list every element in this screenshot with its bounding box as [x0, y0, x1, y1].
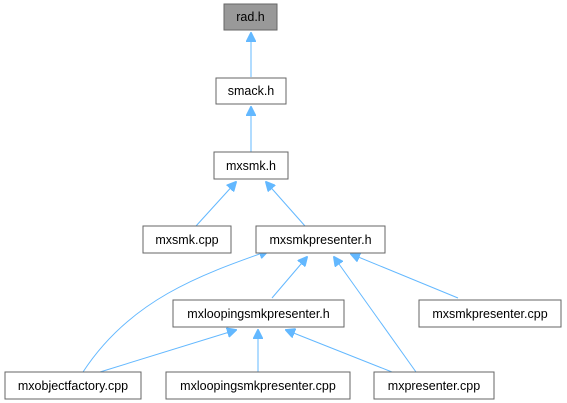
node-label: mxloopingsmkpresenter.cpp	[180, 379, 336, 393]
edge-mxobjectfactory-cpp-to-mxsmkpresenter-h	[82, 251, 268, 373]
edge-mxobjectfactory-cpp-to-mxloopingsmkpresenter-h	[99, 330, 236, 373]
node-label: mxpresenter.cpp	[388, 379, 480, 393]
node-mxloopingsmkpresenter-cpp[interactable]: mxloopingsmkpresenter.cpp	[165, 371, 351, 400]
node-label: mxsmkpresenter.h	[269, 233, 371, 247]
node-label: mxloopingsmkpresenter.h	[187, 307, 329, 321]
node-mxloopingsmkpresenter-h[interactable]: mxloopingsmkpresenter.h	[172, 299, 345, 328]
node-rad-h[interactable]: rad.h	[223, 3, 278, 31]
node-smack-h[interactable]: smack.h	[215, 77, 287, 105]
edge-mxpresenter-cpp-to-mxloopingsmkpresenter-h	[286, 330, 393, 373]
node-mxpresenter-cpp[interactable]: mxpresenter.cpp	[373, 371, 495, 400]
node-label: mxsmk.cpp	[155, 233, 218, 247]
node-label: rad.h	[236, 10, 265, 24]
node-label: smack.h	[228, 84, 275, 98]
node-label: mxsmk.h	[226, 159, 276, 173]
node-label: mxobjectfactory.cpp	[18, 379, 128, 393]
node-mxsmk-h[interactable]: mxsmk.h	[213, 151, 289, 180]
edge-mxsmkpresenter-cpp-to-mxsmkpresenter-h	[351, 254, 459, 299]
node-mxsmk-cpp[interactable]: mxsmk.cpp	[142, 225, 232, 254]
node-label: mxsmkpresenter.cpp	[432, 307, 547, 321]
edge-mxloopingsmkpresenter-h-to-mxsmkpresenter-h	[271, 257, 307, 299]
node-mxobjectfactory-cpp[interactable]: mxobjectfactory.cpp	[4, 371, 142, 400]
edge-mxpresenter-cpp-to-mxsmkpresenter-h	[334, 257, 417, 373]
node-mxsmkpresenter-h[interactable]: mxsmkpresenter.h	[255, 225, 386, 254]
node-mxsmkpresenter-cpp[interactable]: mxsmkpresenter.cpp	[418, 299, 562, 328]
edge-mxsmkpresenter-h-to-mxsmk-h	[266, 182, 306, 227]
edges	[82, 33, 459, 373]
edge-mxsmk-cpp-to-mxsmk-h	[195, 182, 236, 227]
